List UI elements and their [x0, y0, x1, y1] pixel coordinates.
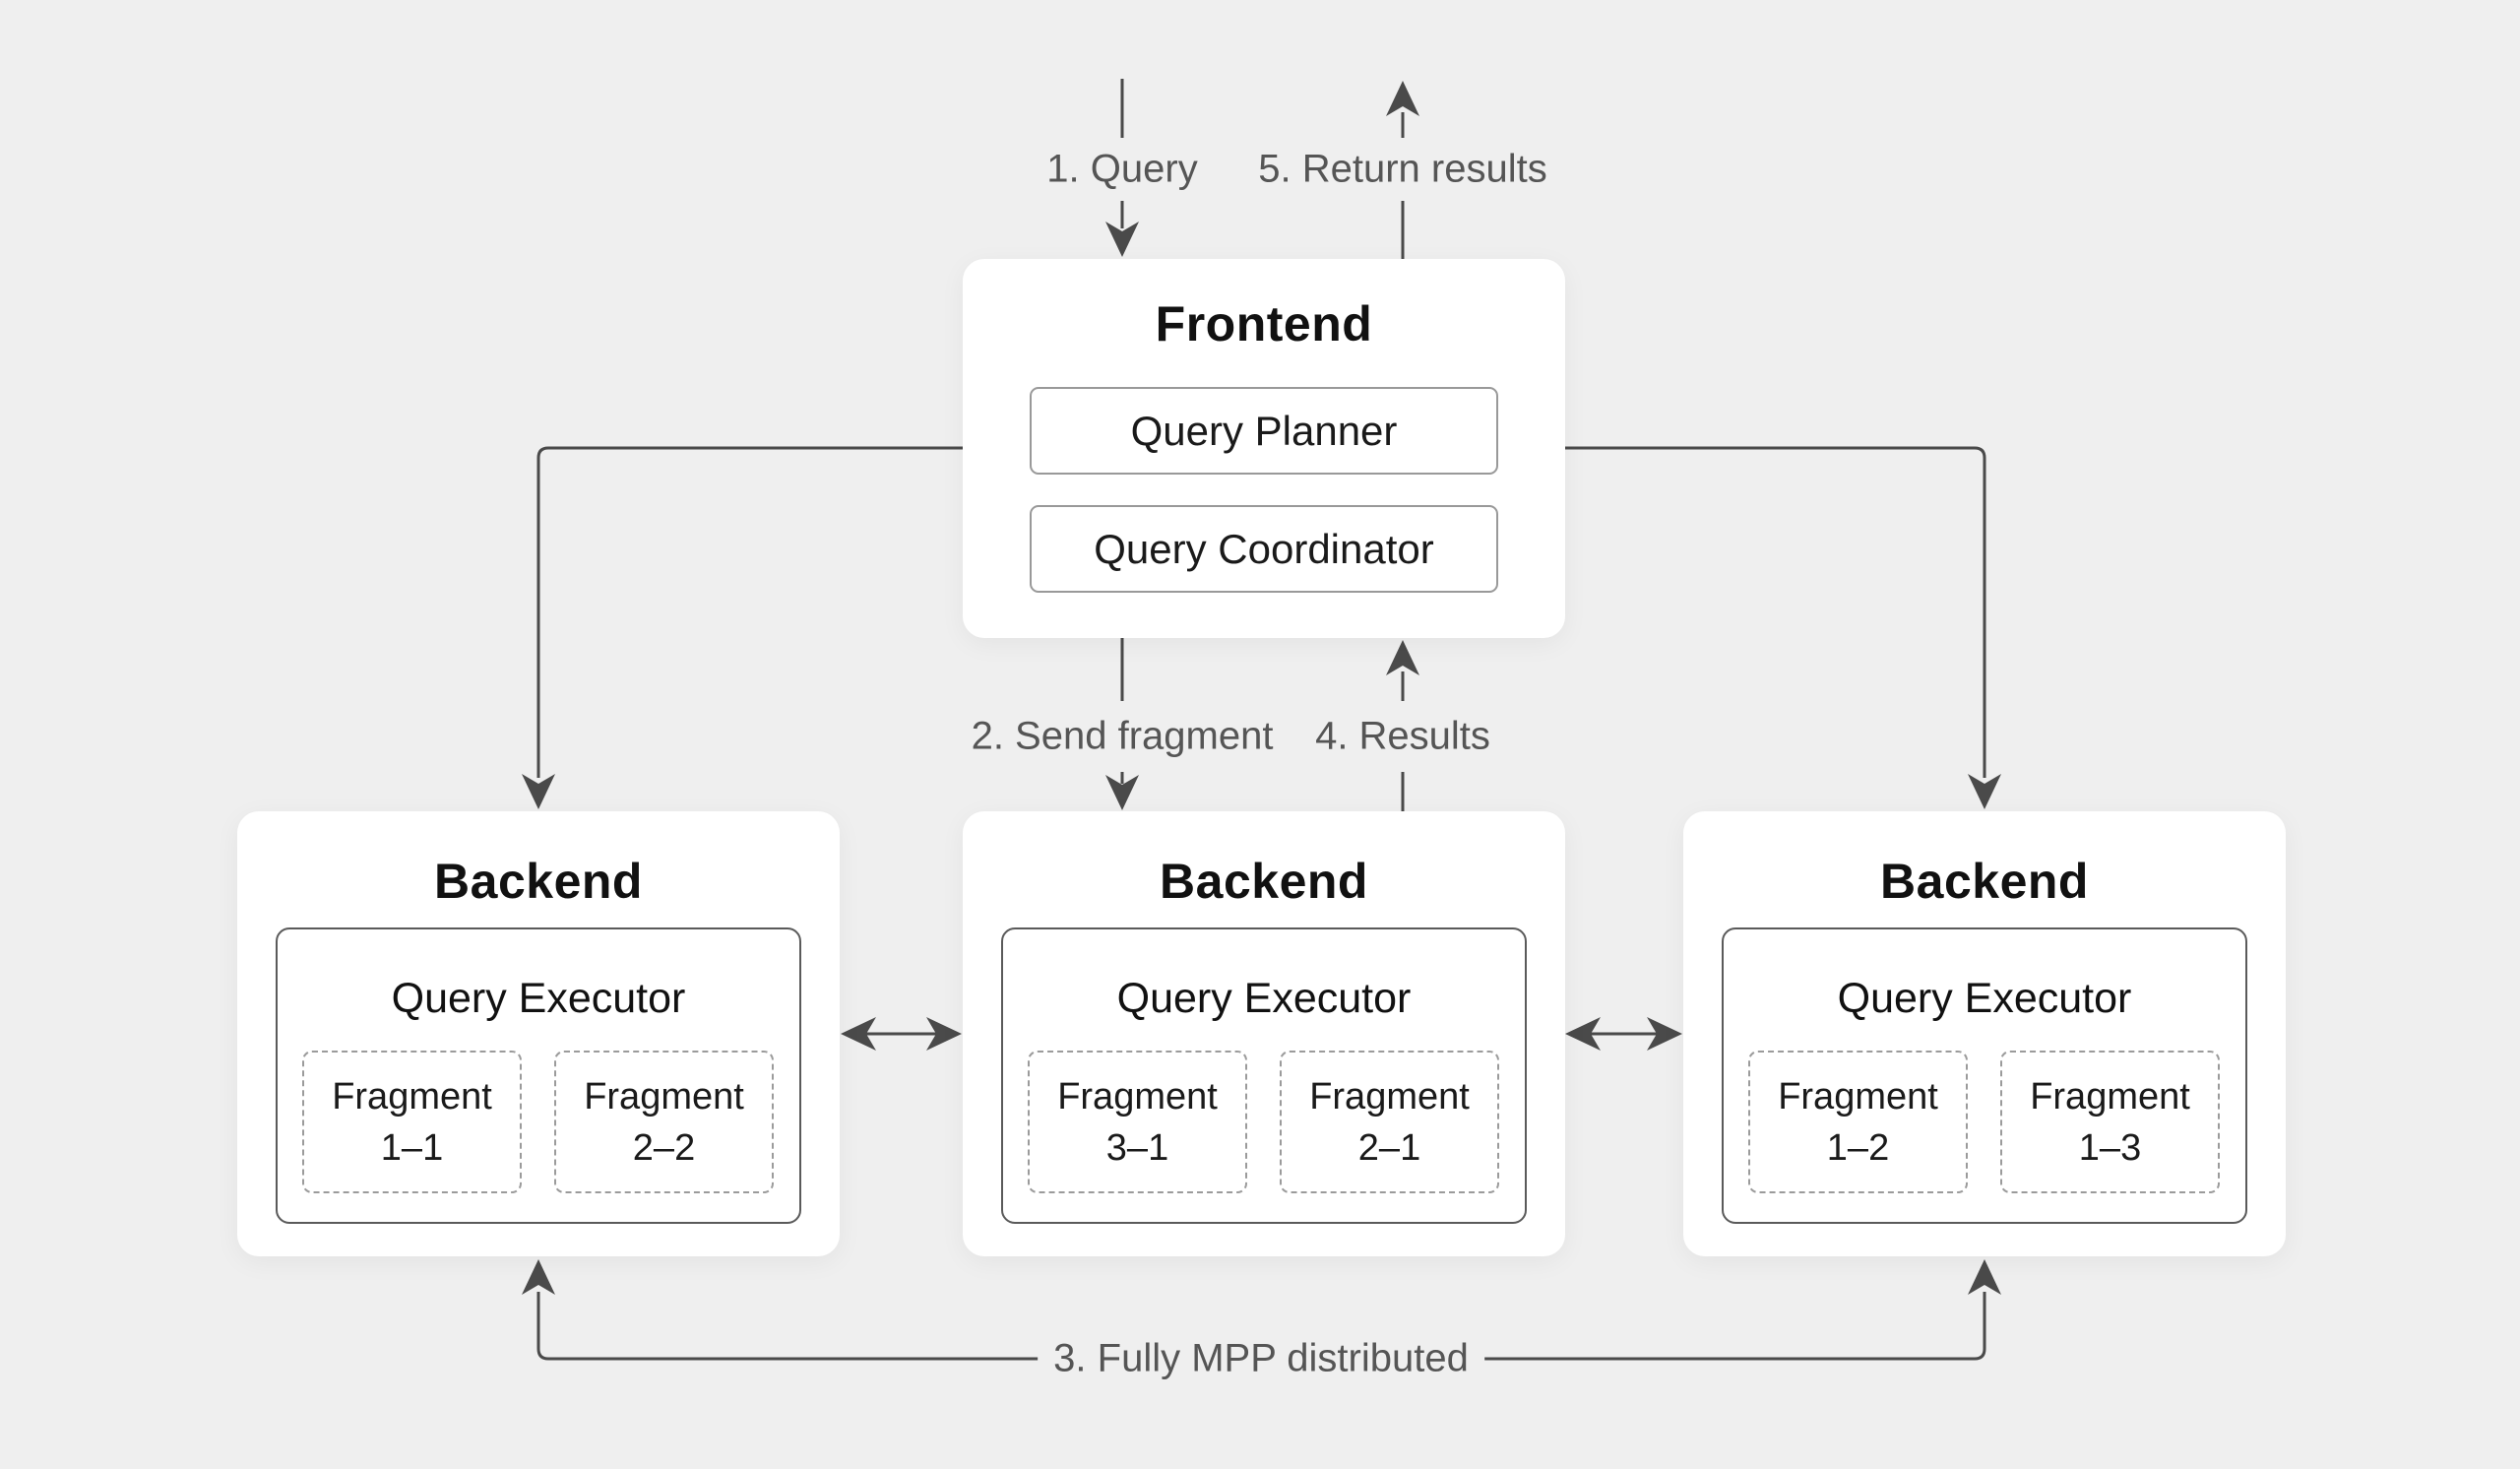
arrowhead-left-icon: [1565, 1017, 1601, 1051]
backend-card-left: Backend Query Executor Fragment 1–1 Frag…: [237, 811, 840, 1256]
flow-label-return-results: 5. Return results: [1258, 147, 1547, 191]
fragment-box: Fragment 1–1: [302, 1051, 522, 1193]
query-executor-title: Query Executor: [1116, 975, 1412, 1022]
arrowhead-down-icon: [1968, 774, 2001, 809]
arrowhead-up-icon: [1386, 640, 1419, 675]
fragment-id: 1–2: [1826, 1126, 1890, 1169]
backend-title: Backend: [434, 854, 643, 909]
flow-label-query: 1. Query: [1046, 147, 1198, 191]
fragment-id: 2–2: [632, 1126, 696, 1169]
backend-card-middle: Backend Query Executor Fragment 3–1 Frag…: [963, 811, 1565, 1256]
arrowhead-down-icon: [1105, 222, 1139, 257]
backend-title: Backend: [1160, 854, 1368, 909]
connector-frontend-to-right-backend: [1565, 446, 1986, 778]
fragment-id: 1–1: [380, 1126, 444, 1169]
arrowhead-up-icon: [522, 1259, 555, 1295]
fragment-id: 3–1: [1105, 1126, 1169, 1169]
fragment-label: Fragment: [584, 1075, 744, 1118]
arrowhead-down-icon: [1105, 775, 1139, 810]
frontend-card: Frontend Query Planner Query Coordinator: [963, 259, 1565, 638]
query-executor-box: Query Executor Fragment 1–1 Fragment 2–2: [276, 927, 801, 1224]
fragment-box: Fragment 1–3: [2000, 1051, 2220, 1193]
backend-card-right: Backend Query Executor Fragment 1–2 Frag…: [1683, 811, 2286, 1256]
backend-title: Backend: [1880, 854, 2089, 909]
fragment-box: Fragment 1–2: [1748, 1051, 1968, 1193]
query-executor-box: Query Executor Fragment 1–2 Fragment 1–3: [1722, 927, 2247, 1224]
connector-frontend-to-left-backend: [536, 446, 963, 778]
query-coordinator-box: Query Coordinator: [1030, 505, 1498, 593]
fragment-label: Fragment: [2030, 1075, 2190, 1118]
fragment-box: Fragment 2–2: [554, 1051, 774, 1193]
flow-label-results: 4. Results: [1315, 714, 1490, 758]
flow-label-mpp-distributed: 3. Fully MPP distributed: [1038, 1336, 1484, 1381]
fragment-box: Fragment 2–1: [1280, 1051, 1499, 1193]
arrowhead-right-icon: [1647, 1017, 1682, 1051]
arrowhead-left-icon: [841, 1017, 876, 1051]
query-executor-box: Query Executor Fragment 3–1 Fragment 2–1: [1001, 927, 1527, 1224]
query-executor-title: Query Executor: [391, 975, 686, 1022]
arrowhead-down-icon: [522, 774, 555, 809]
fragment-label: Fragment: [1778, 1075, 1938, 1118]
fragment-label: Fragment: [332, 1075, 492, 1118]
arrowhead-up-icon: [1386, 81, 1419, 116]
arrowhead-right-icon: [926, 1017, 962, 1051]
fragment-id: 2–1: [1357, 1126, 1421, 1169]
fragment-label: Fragment: [1057, 1075, 1218, 1118]
frontend-title: Frontend: [1155, 296, 1373, 351]
fragment-box: Fragment 3–1: [1028, 1051, 1247, 1193]
arrowhead-up-icon: [1968, 1259, 2001, 1295]
fragment-id: 1–3: [2078, 1126, 2142, 1169]
fragment-label: Fragment: [1309, 1075, 1470, 1118]
query-planner-box: Query Planner: [1030, 387, 1498, 475]
flow-label-send-fragment: 2. Send fragment: [971, 714, 1274, 758]
query-executor-title: Query Executor: [1837, 975, 2132, 1022]
